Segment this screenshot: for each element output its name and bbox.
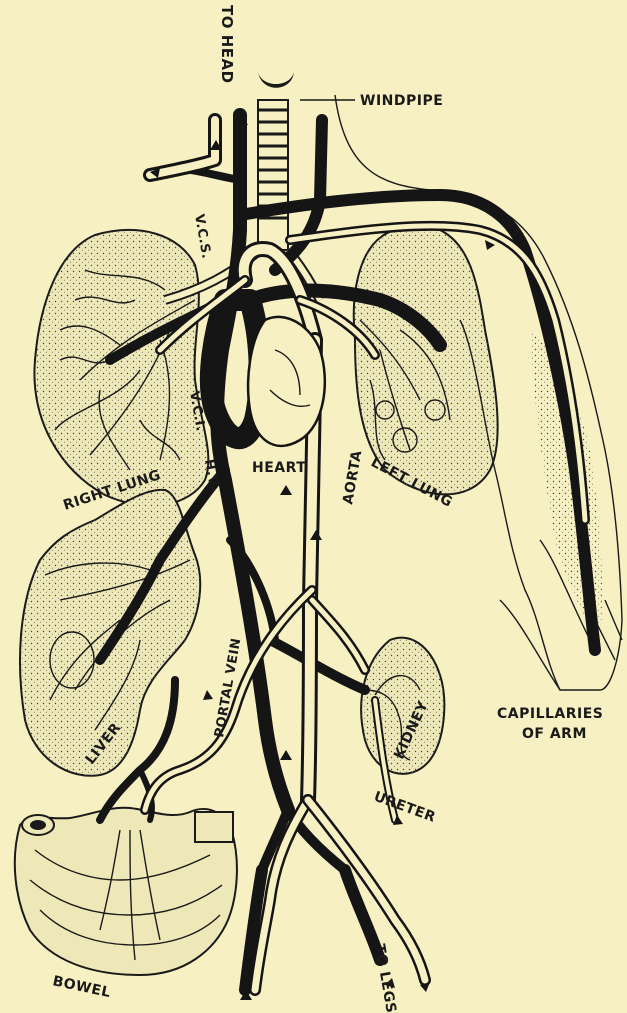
- bowel-label: BOWEL: [51, 973, 112, 1001]
- heart: [248, 317, 325, 446]
- vcs-label: V.C.S.: [191, 213, 214, 260]
- heart-label: HEART: [252, 460, 306, 476]
- bowel: [15, 808, 237, 975]
- to-legs-label: TO LEGS: [371, 943, 399, 1013]
- to-head-label: TO HEAD: [218, 5, 236, 84]
- aorta-label: AORTA: [340, 449, 365, 506]
- right-lung: [34, 230, 208, 506]
- windpipe-label: WINDPIPE: [360, 93, 443, 109]
- capillaries-label-line2: OF ARM: [522, 726, 587, 742]
- ureter-label: URETER: [372, 789, 438, 826]
- capillaries-label-line1: CAPILLARIES: [497, 706, 603, 722]
